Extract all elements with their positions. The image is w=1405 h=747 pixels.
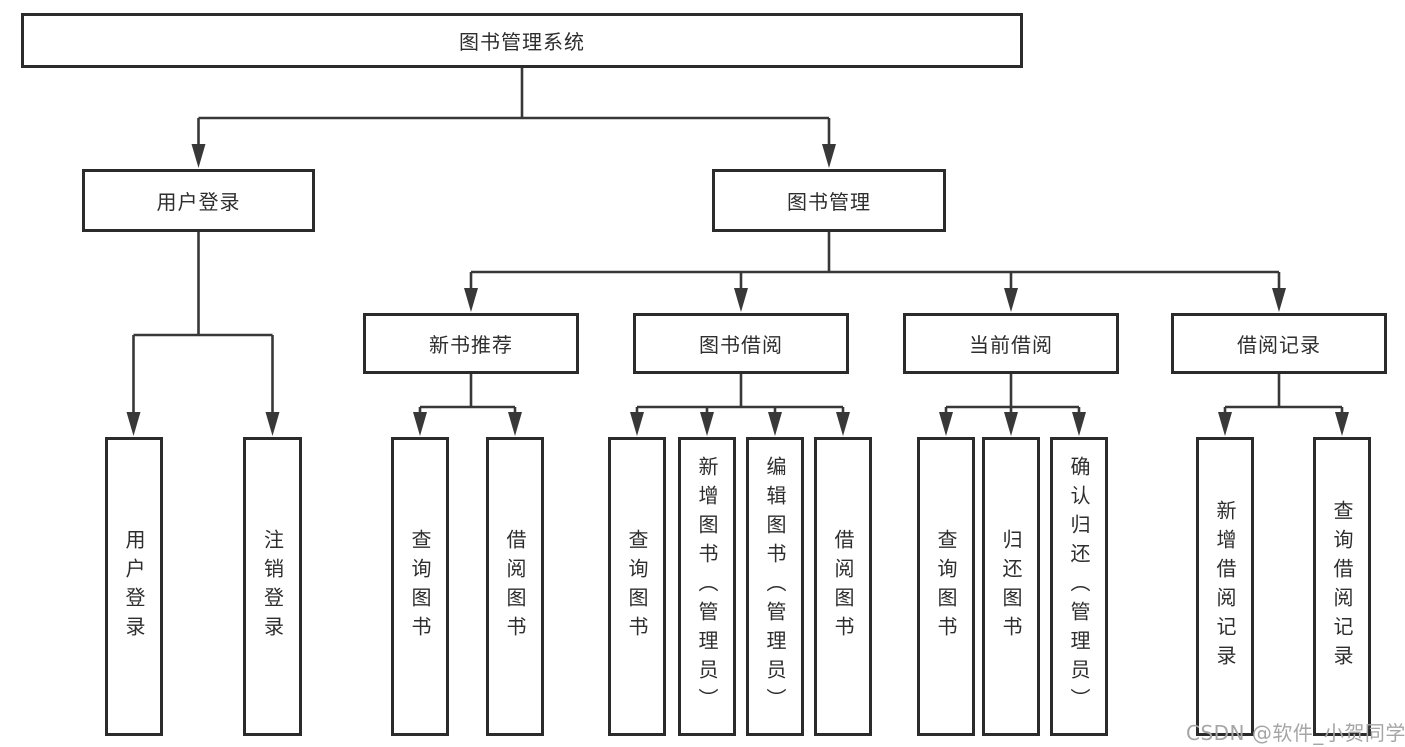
leaf-add-borrow-record: 新增借阅记录 [1196, 437, 1254, 736]
node-borrow-records: 借阅记录 [1171, 313, 1387, 374]
node-library-system-root: 图书管理系统 [21, 13, 1023, 68]
leaf-return-books: 归还图书 [982, 437, 1040, 736]
leaf-query-books-borrow: 查询图书 [608, 437, 666, 736]
leaf-query-books-recommend: 查询图书 [391, 437, 449, 736]
leaf-confirm-return-admin: 确认归还（管理员） [1050, 437, 1108, 736]
leaf-borrow-books: 借阅图书 [814, 437, 872, 736]
leaf-query-books-current: 查询图书 [917, 437, 975, 736]
node-current-borrow: 当前借阅 [903, 313, 1119, 374]
node-book-borrow: 图书借阅 [633, 313, 849, 374]
leaf-borrow-books-recommend: 借阅图书 [486, 437, 544, 736]
leaf-query-borrow-record: 查询借阅记录 [1313, 437, 1371, 736]
node-new-book-recommend: 新书推荐 [363, 313, 579, 374]
leaf-add-books-admin: 新增图书（管理员） [678, 437, 736, 736]
node-user-login-branch: 用户登录 [82, 169, 315, 232]
leaf-logout: 注销登录 [243, 437, 302, 736]
leaf-user-login: 用户登录 [105, 437, 163, 736]
csdn-watermark: CSDN @软件_小贺同学 [1186, 721, 1405, 745]
node-book-management-branch: 图书管理 [712, 169, 946, 232]
leaf-edit-books-admin: 编辑图书（管理员） [746, 437, 804, 736]
